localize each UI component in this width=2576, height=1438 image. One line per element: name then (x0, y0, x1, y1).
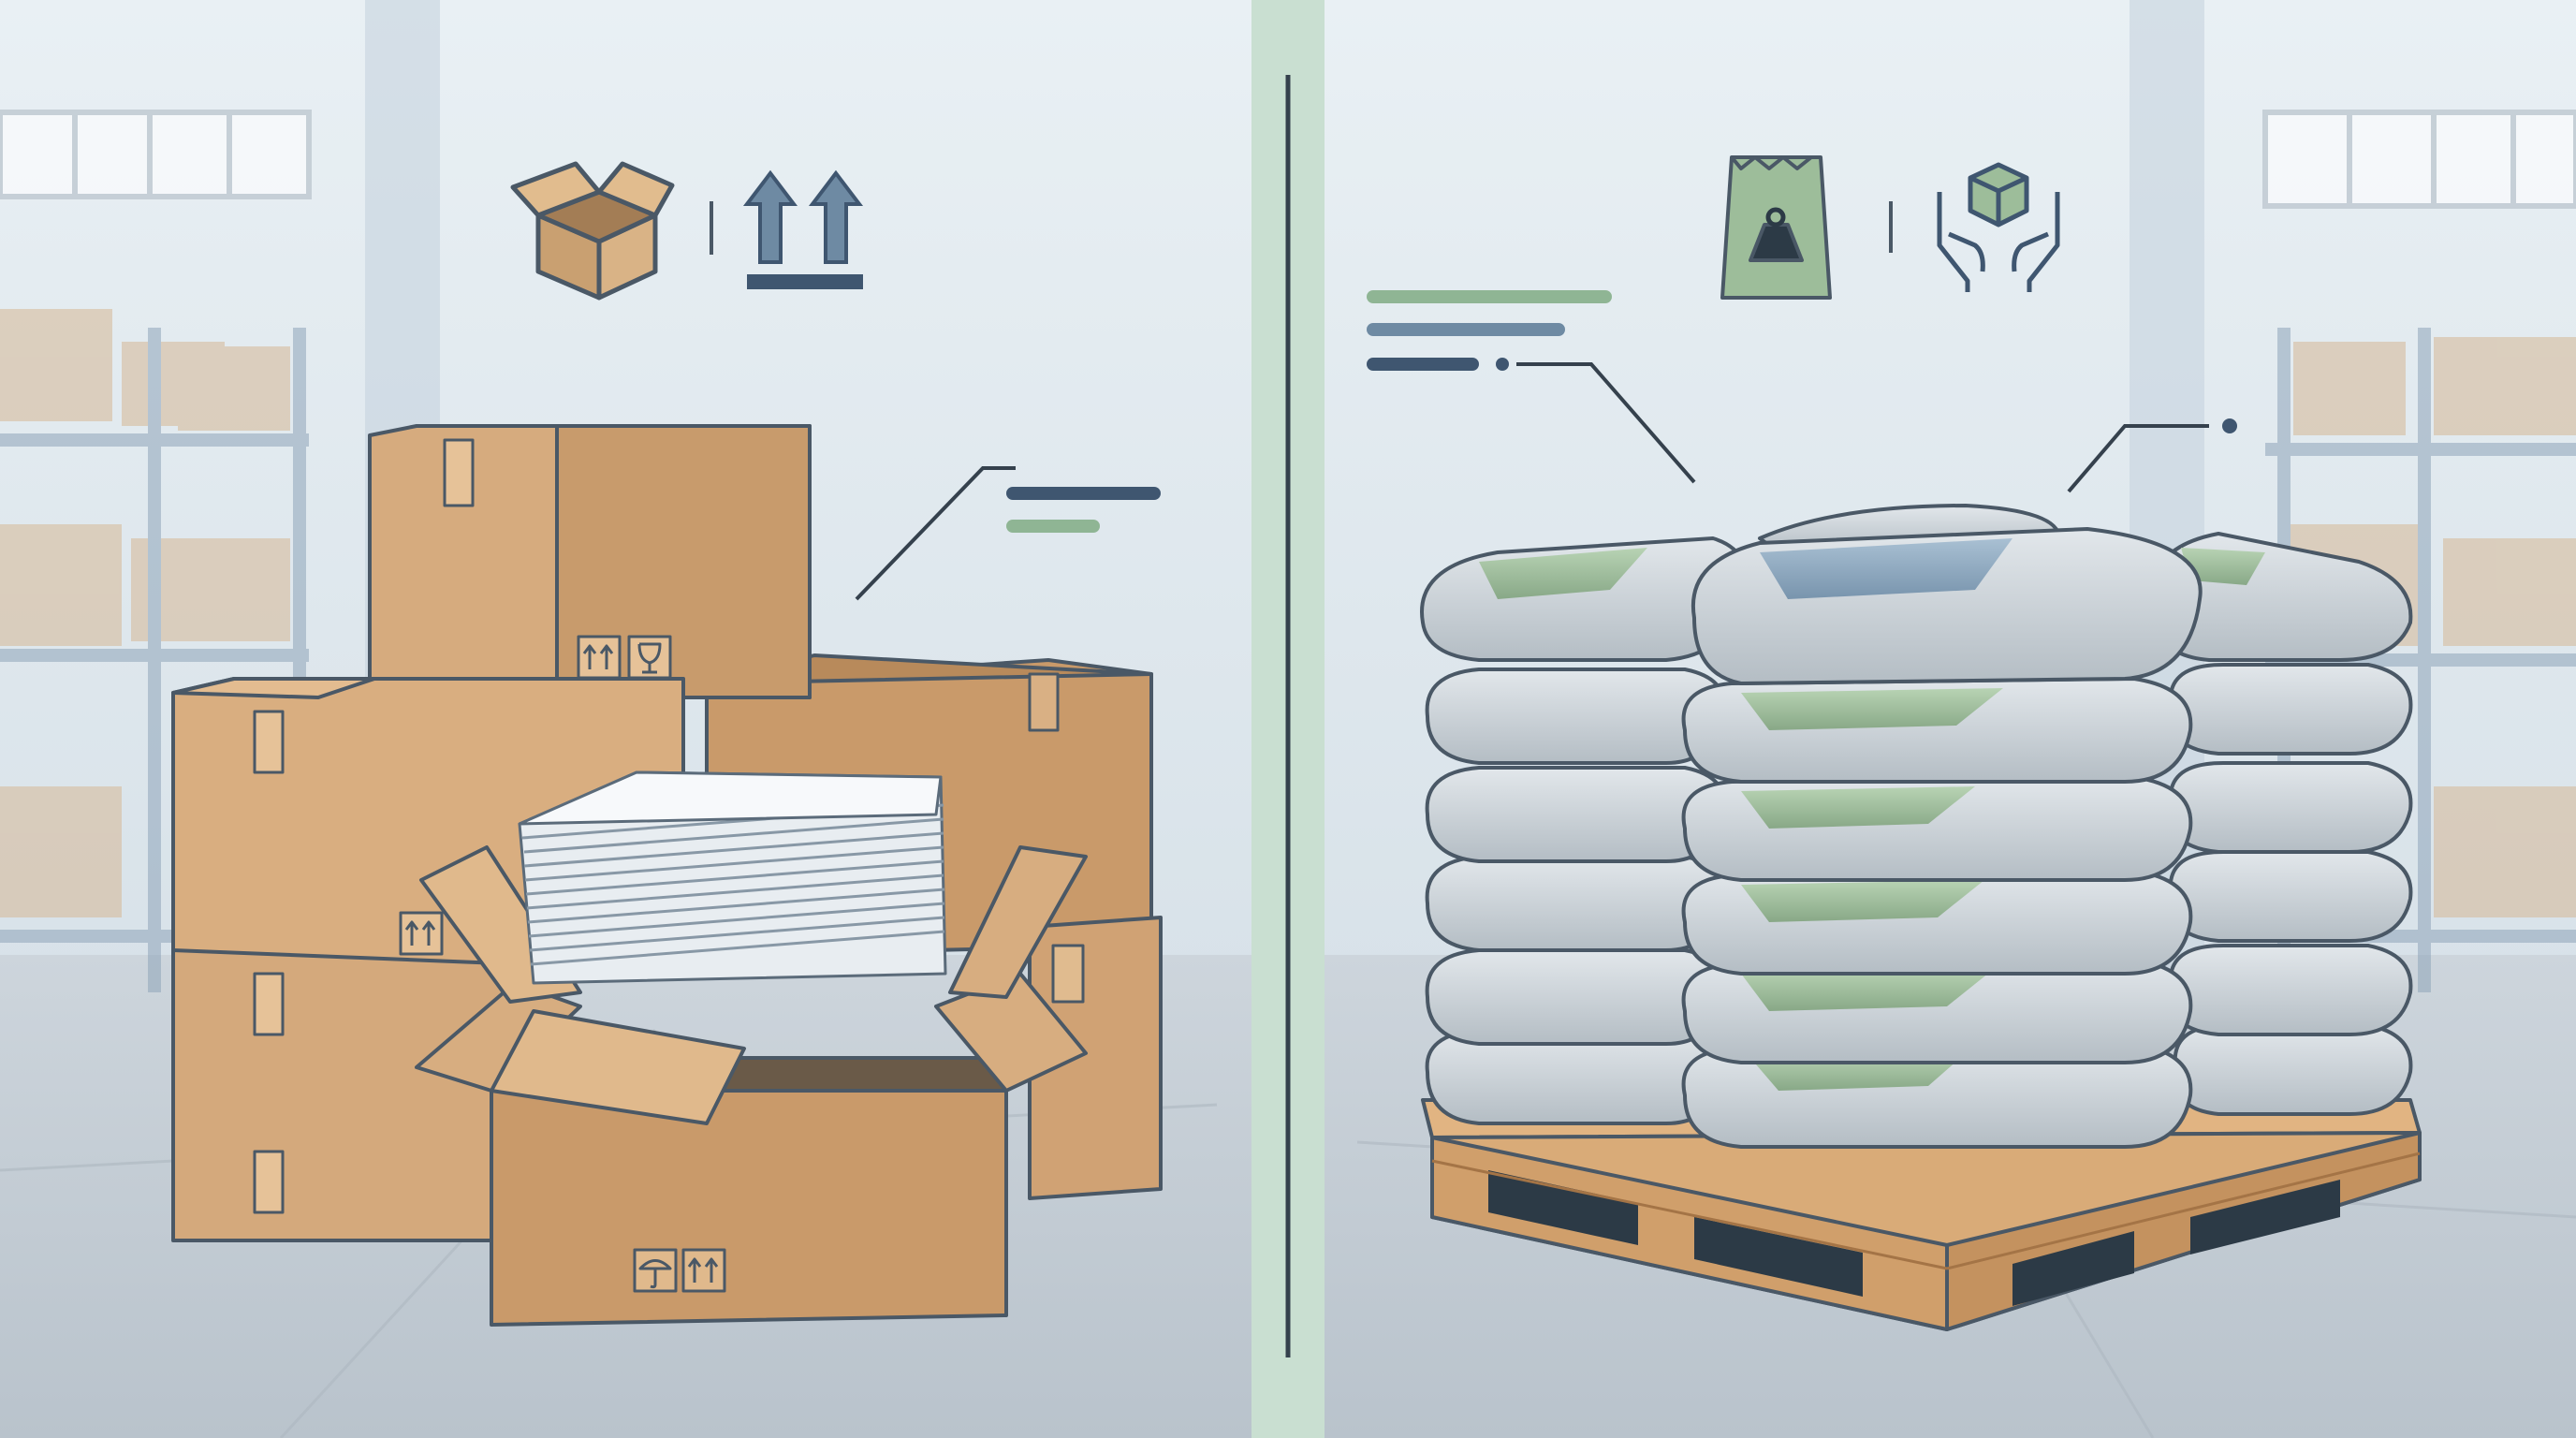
box-right-lower (1028, 916, 1163, 1200)
weight-bag-icon (1720, 155, 1832, 300)
bag-row (1425, 761, 2413, 882)
hands-holding-box-icon (1937, 162, 2060, 292)
bag-row (1425, 850, 2413, 976)
box-stack (171, 424, 1163, 1327)
keep-dry-umbrella-icon (633, 1248, 678, 1293)
pallet (1421, 1098, 2422, 1331)
bag-row (1420, 504, 2413, 685)
open-box-icon (510, 161, 675, 301)
this-side-up-icon (577, 635, 622, 680)
box-top (368, 424, 812, 699)
fragile-glass-icon (627, 635, 672, 680)
this-side-up-icon (681, 1248, 726, 1293)
box-open-front (415, 770, 1088, 1327)
this-side-up-icon (399, 911, 444, 956)
left-header-icons (510, 161, 864, 301)
right-callouts (1367, 290, 2237, 493)
right-header-icons (1720, 155, 2060, 300)
bag-stack (1420, 504, 2413, 1149)
paper-stack (518, 770, 947, 985)
left-shelving (0, 309, 309, 992)
left-callout (855, 466, 1161, 601)
center-divider (1251, 0, 1325, 1438)
bag-row (1425, 663, 2413, 784)
bag-row (1425, 1023, 2413, 1149)
this-side-up-icon (742, 169, 864, 289)
box-bottom-left (171, 948, 526, 1242)
